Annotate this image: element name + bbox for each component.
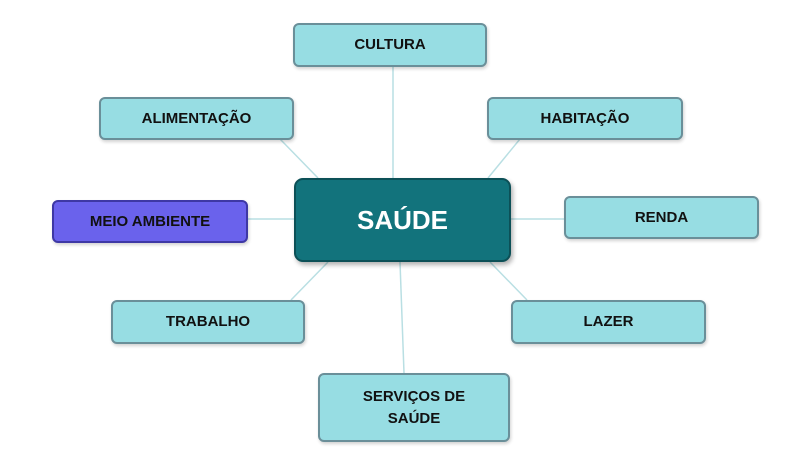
connector-alimentacao: [279, 138, 319, 179]
node-meio-ambiente: MEIO AMBIENTE: [52, 200, 248, 243]
node-lazer-label: LAZER: [583, 313, 634, 331]
node-habitacao-label: HABITAÇÃO: [540, 109, 630, 127]
node-renda-label: RENDA: [634, 208, 689, 226]
node-habitacao: HABITAÇÃO: [487, 97, 683, 140]
node-trabalho: TRABALHO: [111, 300, 305, 344]
node-servicos-de-saude: SERVIÇOS DE SAÚDE: [318, 373, 510, 442]
connector-servicos-de-saude: [399, 261, 405, 374]
node-alimentacao: ALIMENTAÇÃO: [99, 97, 294, 140]
connector-habitacao: [487, 138, 521, 179]
node-alimentacao-label: ALIMENTAÇÃO: [141, 109, 252, 127]
connector-trabalho: [290, 261, 329, 301]
node-meio-ambiente-label: MEIO AMBIENTE: [89, 212, 211, 230]
node-cultura-label: CULTURA: [354, 36, 426, 54]
node-servicos-de-saude-label: SERVIÇOS DE SAÚDE: [362, 387, 466, 427]
connector-lazer: [489, 261, 528, 301]
node-lazer: LAZER: [511, 300, 706, 344]
node-cultura: CULTURA: [293, 23, 487, 67]
center-node-saude: SAÚDE: [294, 178, 511, 262]
node-trabalho-label: TRABALHO: [165, 313, 251, 331]
node-renda: RENDA: [564, 196, 759, 239]
center-node-label: SAÚDE: [356, 204, 448, 235]
